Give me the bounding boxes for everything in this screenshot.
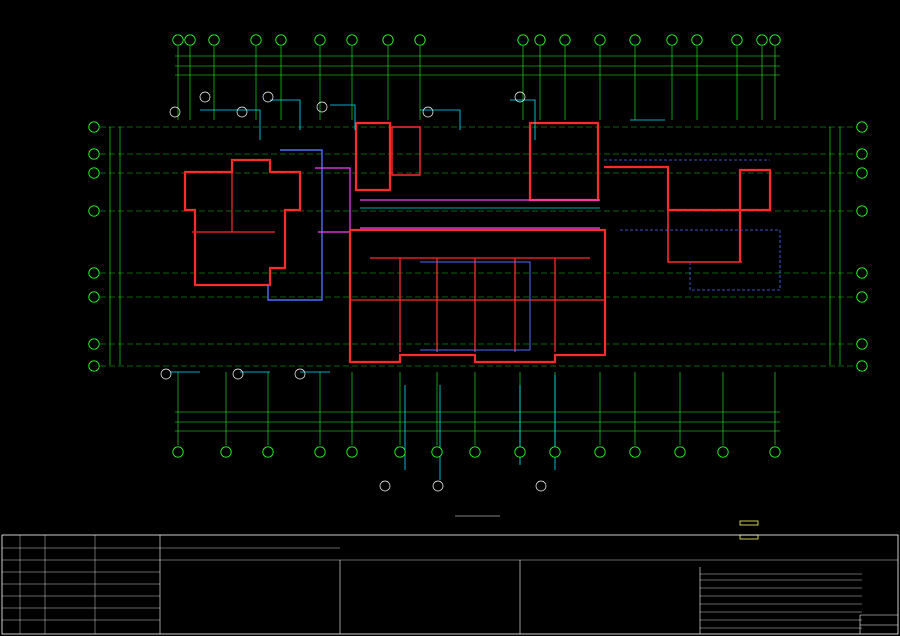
title-block	[1, 534, 899, 635]
grid-bubble-top	[346, 34, 358, 46]
grid-bubble-side	[88, 148, 100, 160]
grid-bubble-top	[594, 34, 606, 46]
grid-bubble-top	[314, 34, 326, 46]
grid-bubble-bottom	[314, 446, 326, 458]
grid-bubble-bottom	[674, 446, 686, 458]
grid-bubble-side	[88, 167, 100, 179]
grid-bubble-bottom	[629, 446, 641, 458]
grid-bubble-side	[856, 167, 868, 179]
grid-bubble-bottom	[262, 446, 274, 458]
grid-bubble-side	[856, 121, 868, 133]
grid-bubble-top	[691, 34, 703, 46]
grid-bubble-top	[275, 34, 287, 46]
grid-bubble-bottom	[469, 446, 481, 458]
grid-bubble-top	[208, 34, 220, 46]
axis-grid-bubbles	[88, 34, 868, 458]
grid-bubble-bottom	[549, 446, 561, 458]
grid-bubble-bottom	[394, 446, 406, 458]
grid-bubble-bottom	[717, 446, 729, 458]
grid-bubble-top	[769, 34, 781, 46]
grid-bubble-side	[856, 205, 868, 217]
grid-bubble-side	[856, 360, 868, 372]
grid-bubble-bottom	[431, 446, 443, 458]
side-dimension-chains	[109, 127, 841, 365]
grid-bubble-bottom	[769, 446, 781, 458]
grid-bubble-side	[88, 360, 100, 372]
grid-bubble-top	[756, 34, 768, 46]
grid-bubble-side	[856, 338, 868, 350]
grid-bubble-top	[172, 34, 184, 46]
grid-bubble-bottom	[514, 446, 526, 458]
grid-bubble-side	[856, 291, 868, 303]
grid-bubble-bottom	[172, 446, 184, 458]
grid-bubble-top	[534, 34, 546, 46]
grid-bubble-top	[517, 34, 529, 46]
grid-bubble-side	[88, 291, 100, 303]
callout-markers	[160, 91, 547, 492]
grid-bubble-bottom	[220, 446, 232, 458]
grid-bubble-top	[731, 34, 743, 46]
grid-bubble-side	[88, 338, 100, 350]
legend-swatch-1	[739, 520, 759, 526]
grid-bubble-side	[88, 121, 100, 133]
grid-bubble-side	[856, 148, 868, 160]
grid-bubble-bottom	[594, 446, 606, 458]
grid-bubble-top	[629, 34, 641, 46]
grid-bubble-top	[559, 34, 571, 46]
grid-bubble-side	[88, 267, 100, 279]
leader-lines	[170, 99, 665, 480]
bottom-dimension-chain	[175, 411, 780, 432]
top-dimension-chain	[175, 55, 780, 76]
grid-bubble-side	[856, 267, 868, 279]
grid-bubble-bottom	[346, 446, 358, 458]
grid-bubble-top	[250, 34, 262, 46]
grid-bubble-top	[666, 34, 678, 46]
floor-plan-walls	[183, 121, 781, 364]
grid-bubble-top	[382, 34, 394, 46]
grid-bubble-top	[184, 34, 196, 46]
grid-bubble-top	[414, 34, 426, 46]
grid-bubble-side	[88, 205, 100, 217]
